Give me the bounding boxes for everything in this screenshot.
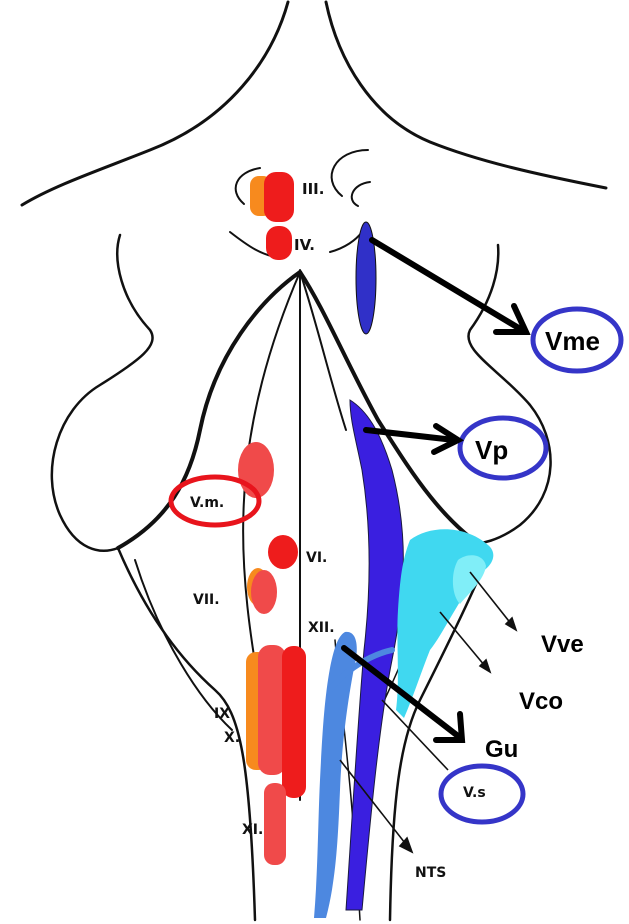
nucleus-VI — [268, 535, 298, 569]
label-NTS: NTS — [415, 865, 446, 881]
inner-sulcus-right — [300, 272, 346, 430]
nucleus-VII — [251, 570, 277, 614]
medulla-left-outer — [135, 560, 232, 730]
nucleus-XI — [264, 783, 286, 865]
label-XII: XII. — [308, 620, 335, 636]
annotation-gu: Gu — [485, 736, 518, 763]
annotation-vve: Vve — [541, 631, 584, 658]
label-VII: VII. — [193, 592, 220, 608]
label-IV: IV. — [294, 236, 315, 254]
right-peduncle-contour — [460, 245, 551, 545]
nucleus-III — [264, 172, 294, 222]
label-III: III. — [302, 180, 324, 198]
midbrain-right-contour — [326, 2, 606, 188]
nucleus-IV — [266, 226, 292, 260]
annotation-vme: Vme — [545, 326, 600, 356]
midbrain-left-contour — [22, 2, 288, 205]
left-peduncle-contour — [52, 235, 153, 551]
label-VI: VI. — [306, 550, 327, 566]
label-Vs: V.s — [463, 785, 486, 801]
label-XI: XI. — [242, 822, 263, 838]
nucleus-IX-X — [258, 645, 286, 775]
nucleus-XII — [282, 646, 306, 798]
sensory-nuclei — [314, 222, 493, 918]
annotation-vco: Vco — [519, 688, 563, 715]
label-IX: IX — [214, 706, 230, 722]
right-colliculus — [332, 150, 370, 206]
label-X: X. — [224, 730, 240, 746]
annotation-labels: Vme Vp Vve Vco Gu — [475, 326, 600, 763]
annotation-vp: Vp — [475, 435, 508, 465]
label-Vm: V.m. — [190, 495, 224, 511]
